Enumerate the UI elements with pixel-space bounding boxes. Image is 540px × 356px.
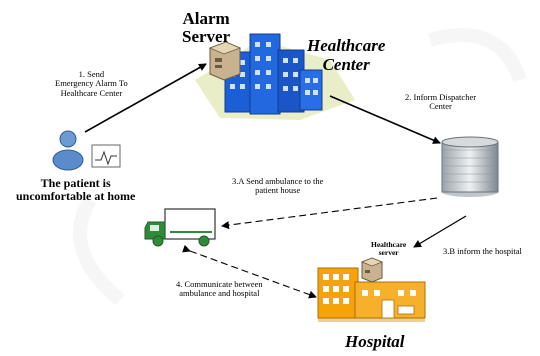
- step-4-label: 4. Communicate between ambulance and hos…: [176, 279, 263, 299]
- hospital-icon: [317, 267, 426, 322]
- arrow-step-3b: [413, 215, 467, 248]
- arrow-step-3a: [221, 197, 438, 230]
- healthcare-server-label: Healthcare server: [371, 240, 407, 258]
- patient-label: The patient is uncomfortable at home: [16, 176, 136, 204]
- healthcare-server-icon: [360, 257, 384, 283]
- arrow-step-1: [84, 63, 207, 133]
- patient-icon: [52, 130, 84, 171]
- hospital-label: Hospital: [345, 332, 405, 351]
- arrow-step-4: [182, 244, 317, 299]
- heart-monitor-icon: [91, 144, 121, 168]
- dispatcher-center-icon: [441, 136, 499, 197]
- alarm-server-label: Alarm Server: [182, 9, 231, 47]
- ambulance-icon: [144, 208, 216, 247]
- alarm-server-icon: [208, 41, 242, 81]
- background-watermark: [73, 28, 527, 306]
- arrows: [84, 63, 467, 299]
- healthcare-center-label: Healthcare Center: [307, 36, 386, 74]
- step-3b-label: 3.B inform the hospital: [443, 246, 522, 256]
- arrow-step-2: [329, 95, 441, 144]
- step-3a-label: 3.A Send ambulance to the patient house: [232, 176, 324, 196]
- step-1-label: 1. Send Emergency Alarm To Healthcare Ce…: [55, 69, 128, 98]
- step-2-label: 2. Inform Dispatcher Center: [405, 92, 477, 112]
